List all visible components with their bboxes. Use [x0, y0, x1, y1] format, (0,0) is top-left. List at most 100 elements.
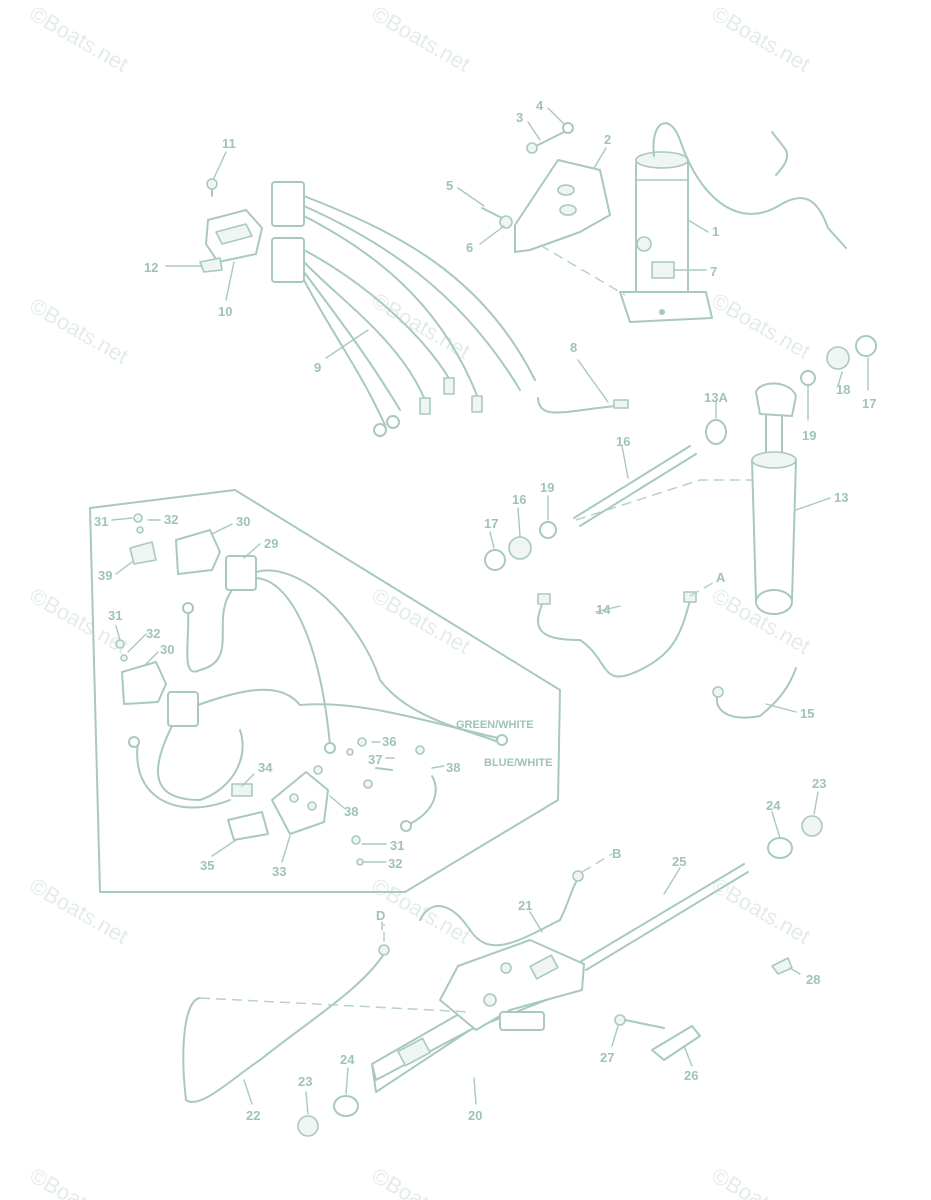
callout-23: 23 [812, 776, 826, 791]
block-port [500, 962, 512, 974]
screw-part-37 [375, 767, 393, 771]
callout-6: 6 [466, 240, 473, 255]
callout-9: 9 [314, 360, 321, 375]
leader-dash [689, 579, 719, 597]
washer-part-32 [356, 858, 364, 866]
leader [663, 867, 681, 895]
screw-head [206, 178, 218, 190]
inset-wire [197, 688, 499, 739]
pin-part-16 [573, 445, 691, 519]
washer-part-4 [562, 122, 574, 134]
leader [527, 121, 541, 141]
watermark: ©Boats.net [26, 1, 133, 77]
callout-27: 27 [600, 1050, 614, 1065]
cylinder-part-13 [751, 459, 797, 601]
watermark: ©Boats.net [708, 873, 815, 949]
screw-part-31 [115, 639, 125, 649]
pin-part-16-edge [579, 453, 697, 527]
harness-wire [303, 195, 536, 381]
leader [473, 1077, 477, 1105]
leader [345, 1067, 349, 1095]
leader [241, 773, 255, 787]
terminal-stud [307, 801, 317, 811]
nut-part-36 [363, 779, 373, 789]
leader [305, 1091, 309, 1115]
bracket-part-39 [129, 541, 157, 565]
callout-13: 13 [834, 490, 848, 505]
leader [431, 765, 445, 769]
cylinder-rod-eye [755, 382, 797, 417]
callout-13a: 13A [704, 390, 728, 405]
watermark: ©Boats.net [708, 1, 815, 77]
callout-14: 14 [596, 602, 611, 617]
nut-part-36 [415, 745, 425, 755]
solenoid-part-33 [271, 771, 329, 835]
callout-8: 8 [570, 340, 577, 355]
callout-5: 5 [446, 178, 453, 193]
base-bolt [659, 309, 665, 315]
hose-part-15 [715, 667, 797, 719]
callout-38: 38 [446, 760, 460, 775]
callout-31: 31 [94, 514, 108, 529]
bracket-hole [557, 184, 575, 196]
leader [213, 151, 227, 179]
wire-terminal [419, 397, 431, 415]
callout-17: 17 [484, 516, 498, 531]
terminal-stud [289, 793, 299, 803]
hose-fitting [572, 870, 584, 882]
leader [145, 651, 159, 665]
watermark: ©Boats.net [26, 1163, 133, 1200]
lead-wire-part-8 [537, 397, 616, 414]
wire-terminal [471, 395, 483, 413]
pump-base [619, 291, 713, 323]
harness-connector [271, 237, 305, 283]
hose-fitting [683, 591, 697, 603]
inset-wire [255, 577, 331, 746]
harness-wire [303, 271, 401, 411]
relay-part-30 [175, 529, 221, 575]
wire-color-blue-white: BLUE/WHITE [484, 757, 552, 769]
callout-7: 7 [710, 264, 717, 279]
callout-10: 10 [218, 304, 232, 319]
leader [329, 795, 345, 809]
leader [211, 523, 233, 535]
leader [593, 147, 607, 169]
hose-part-22 [182, 953, 385, 1103]
leader [687, 219, 709, 233]
washer-part-17 [855, 335, 877, 357]
block-port [483, 993, 497, 1007]
washer-part-17 [484, 549, 506, 571]
leader [837, 371, 843, 387]
callout-12: 12 [144, 260, 158, 275]
reference-b: B [612, 846, 621, 861]
watermark: ©Boats.net [368, 1163, 475, 1200]
hose-part-14 [537, 599, 691, 678]
leader [489, 531, 495, 549]
leader [127, 633, 147, 653]
leader [611, 1025, 619, 1047]
leader [243, 543, 261, 559]
connector-part-29 [225, 555, 257, 591]
leader-lines [111, 107, 869, 1115]
relay-harness-assembly [199, 178, 629, 437]
clip-part-26 [651, 1025, 701, 1061]
washer-part-18 [826, 346, 850, 370]
relay-face [215, 223, 253, 245]
leader [621, 445, 629, 479]
clip-part-12 [199, 257, 223, 273]
nut-part-36 [313, 765, 323, 775]
rod-part-25 [579, 863, 745, 963]
watermark: ©Boats.net [368, 288, 475, 364]
washer-part-19 [539, 521, 557, 539]
callout-32: 32 [388, 856, 402, 871]
cylinder-top [751, 451, 797, 469]
reference-a: A [716, 570, 726, 585]
leader [789, 967, 801, 975]
callout-28: 28 [806, 972, 820, 987]
harness-wire [303, 215, 479, 399]
callout-2: 2 [604, 132, 611, 147]
screw-part-31 [133, 513, 143, 523]
leader [225, 261, 235, 301]
cylinder-base-eye [755, 589, 793, 615]
